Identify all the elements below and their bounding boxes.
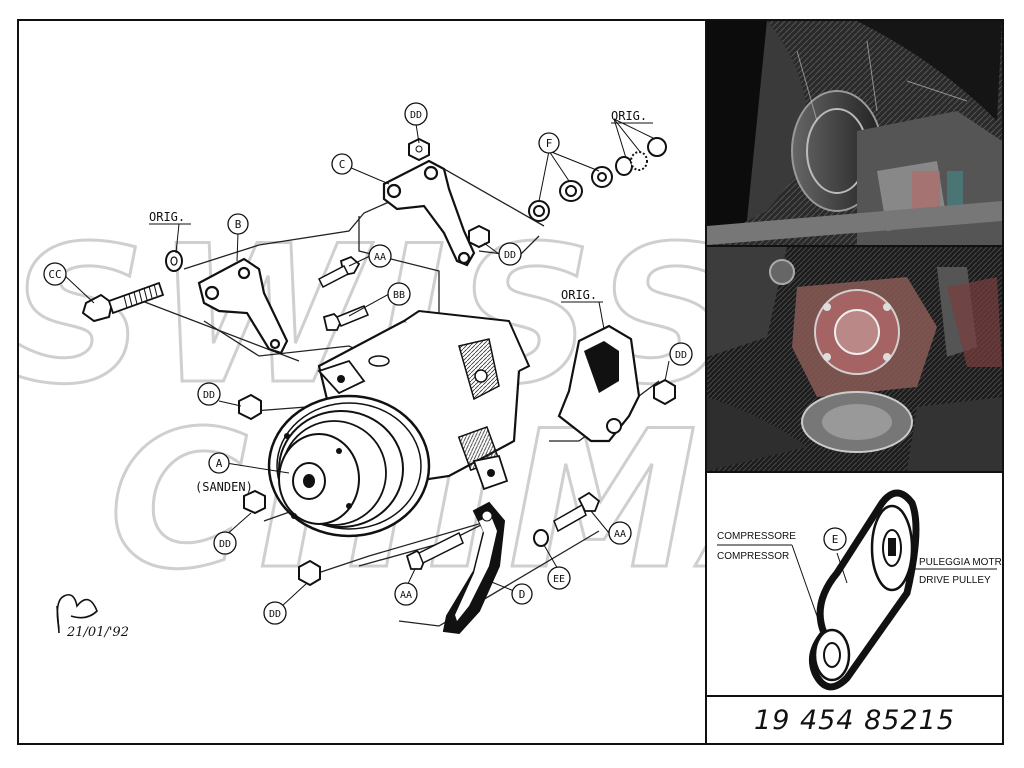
washers-orig-top (615, 137, 667, 176)
panel-divider (705, 21, 707, 743)
belt-diagram-panel: E COMPRESSORE COMPRESSOR PULEGGIA MOTRIC… (707, 473, 1002, 695)
svg-text:DD: DD (219, 539, 231, 550)
part-number: 19 454 85215 (754, 704, 955, 736)
callout-dd-left: DD (197, 382, 221, 406)
callout-a: A (208, 452, 230, 474)
callout-aa-right: AA (608, 521, 632, 545)
photo-divider (707, 245, 1002, 247)
orig-labels: ORIG. ORIG. ORIG. (149, 109, 647, 302)
callouts: CC B C DD F AA BB DD DD DD A DD AA AA D … (43, 102, 693, 625)
drive-pulley-label-en: DRIVE PULLEY (919, 575, 991, 586)
callout-dd-bottom: DD (263, 601, 287, 625)
bracket-d (442, 501, 506, 635)
compressor-label-it: COMPRESSORE (717, 531, 796, 542)
svg-text:EE: EE (553, 574, 565, 585)
callout-dd-lower-left: DD (213, 531, 237, 555)
exploded-view-panel: SWISS CHIMAI (19, 21, 705, 743)
bolt-aa-lower (405, 531, 464, 570)
callout-c: C (331, 153, 353, 175)
belt-leaders (717, 544, 997, 634)
orig-label-top: ORIG. (611, 109, 647, 123)
orig-label-right: ORIG. (561, 288, 597, 302)
drive-pulley-label-it: PULEGGIA MOTRICE (919, 557, 1002, 568)
orig-underlines (149, 122, 653, 330)
bracket-b (197, 257, 289, 355)
callout-dd-c: DD (498, 242, 522, 266)
engine-photo-top (707, 21, 1002, 245)
svg-text:DD: DD (410, 110, 422, 121)
callout-cc: CC (43, 262, 67, 286)
svg-text:F: F (546, 137, 553, 150)
compressor-a (267, 309, 531, 538)
svg-text:DD: DD (269, 609, 281, 620)
callout-leaders (62, 118, 670, 607)
svg-text:DD: DD (504, 250, 516, 261)
orig-label-left: ORIG. (149, 210, 185, 224)
svg-text:CC: CC (48, 268, 61, 281)
callout-aa-lower: AA (394, 582, 418, 606)
bolt-aa-right (553, 491, 601, 533)
svg-text:B: B (235, 218, 242, 231)
signature (56, 593, 98, 634)
compressor-pulley (813, 628, 851, 682)
nut-dd-right (653, 378, 676, 406)
photo-belt-divider (707, 471, 1002, 473)
bolt-bb (322, 305, 369, 331)
partno-divider (707, 695, 1002, 697)
svg-text:C: C (339, 158, 346, 171)
engine-photo-bottom (707, 247, 1002, 471)
svg-text:A: A (216, 457, 223, 470)
svg-text:AA: AA (374, 252, 386, 263)
right-column: E COMPRESSORE COMPRESSOR PULEGGIA MOTRIC… (707, 21, 1002, 743)
svg-text:DD: DD (203, 390, 215, 401)
callout-bb: BB (387, 282, 411, 306)
belt (809, 489, 920, 691)
drawing-sheet: SWISS CHIMAI (17, 19, 1004, 745)
callout-f: F (538, 132, 560, 154)
callout-dd-right: DD (669, 342, 693, 366)
callout-d: D (511, 583, 533, 605)
washer-ee (533, 529, 549, 547)
belt-diagram: E COMPRESSORE COMPRESSOR PULEGGIA MOTRIC… (717, 489, 1002, 691)
sanden-label: (SANDEN) (195, 480, 253, 494)
callout-e: E (823, 527, 847, 551)
nut-dd-c (468, 224, 490, 249)
svg-text:DD: DD (675, 350, 687, 361)
bracket-orig-right (557, 324, 641, 443)
bracket-c (382, 159, 476, 267)
svg-text:BB: BB (393, 290, 405, 301)
callout-ee: EE (547, 566, 571, 590)
signature-date: 21/01/'92 (66, 625, 129, 640)
callout-aa-top: AA (368, 244, 392, 268)
compressor-label-en: COMPRESSOR (717, 551, 789, 562)
exploded-view-drawing: SWISS CHIMAI (19, 102, 705, 640)
svg-text:AA: AA (400, 590, 412, 601)
nut-dd-top (408, 137, 430, 162)
svg-text:AA: AA (614, 529, 626, 540)
callout-b: B (227, 213, 249, 235)
engine-photo-top-image (707, 21, 1002, 245)
nut-dd-left (238, 393, 262, 421)
bolt-cc (81, 281, 165, 323)
svg-text:D: D (519, 588, 526, 601)
callout-dd-top: DD (404, 102, 428, 126)
drive-pulley (870, 504, 914, 592)
engine-photo-bottom-image (707, 247, 1002, 471)
nut-dd-bottom (298, 559, 321, 587)
nut-dd-lower-left (243, 489, 266, 515)
svg-text:E: E (832, 533, 839, 546)
